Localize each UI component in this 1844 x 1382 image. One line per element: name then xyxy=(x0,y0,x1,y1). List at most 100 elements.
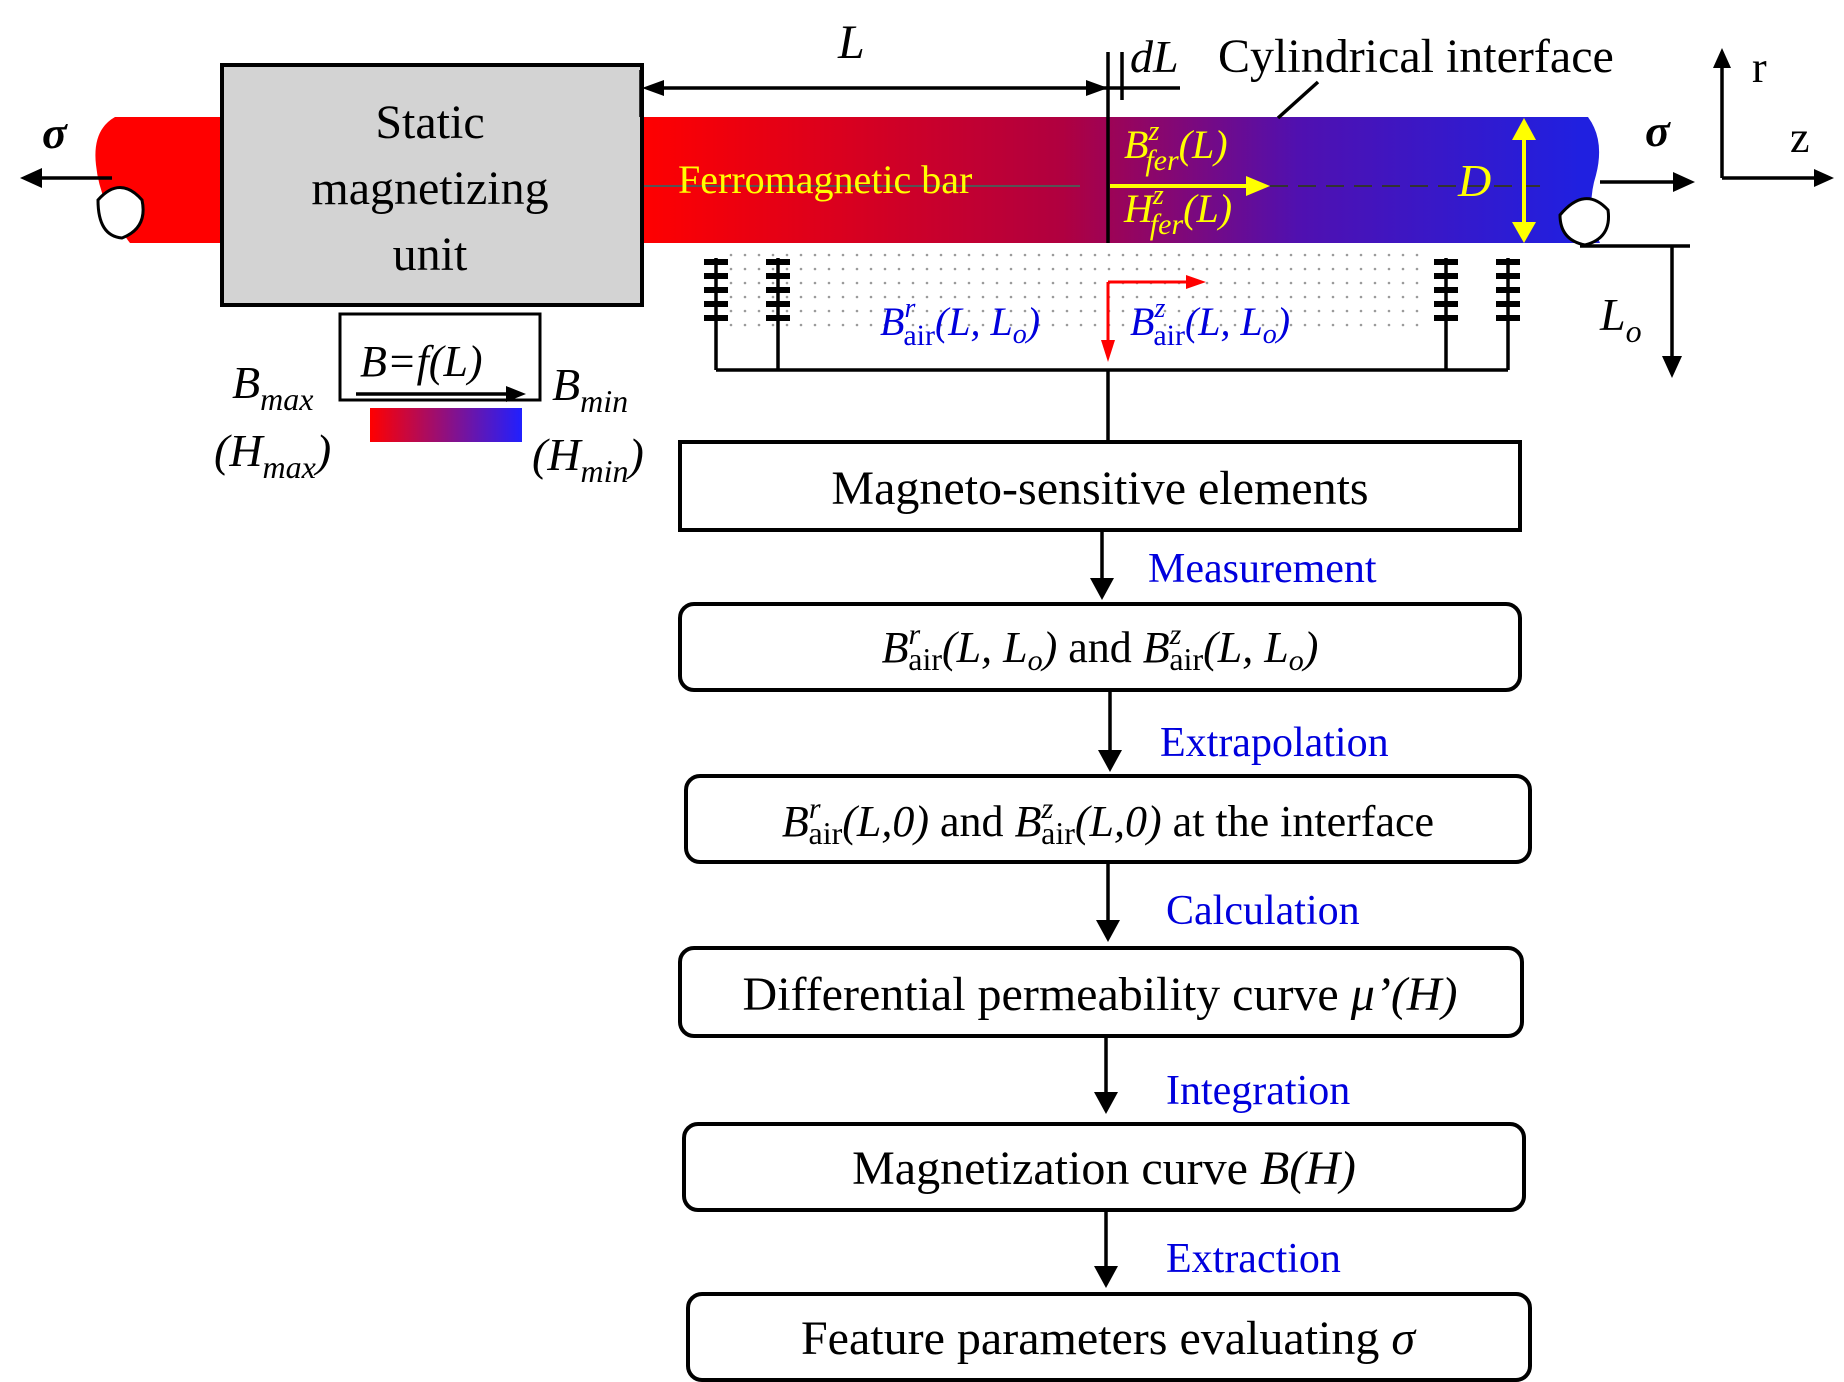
interface-pointer xyxy=(1276,80,1320,120)
stress-label-left: σ xyxy=(42,107,68,158)
bfer-sub: fer xyxy=(1145,144,1179,177)
ferromagnetic-bar xyxy=(640,117,1580,243)
flow-arrow-5-label: Extraction xyxy=(1166,1236,1341,1282)
flow-arrow-4-head xyxy=(1094,1092,1118,1114)
axis-r-label: r xyxy=(1752,43,1767,92)
s2-b2: B xyxy=(1143,623,1170,672)
length-L-label: L xyxy=(837,16,865,69)
axis-z-label: z xyxy=(1790,113,1810,162)
axis-z-head xyxy=(1814,169,1834,187)
dL-label: dL xyxy=(1130,31,1179,82)
ferromagnetic-bar-label: Ferromagnetic bar xyxy=(678,157,972,202)
magnetizing-unit-line3: unit xyxy=(393,228,468,281)
stress-label-right: σ xyxy=(1645,105,1671,156)
s3-b2-arg: (L,0) xyxy=(1075,797,1162,846)
length-L-head-left xyxy=(642,80,664,96)
liftoff-arrow-head xyxy=(1662,356,1682,378)
flow-arrow-4-label: Integration xyxy=(1166,1068,1350,1114)
br-air-sup: r xyxy=(904,293,915,324)
s5-text: Magnetization curve xyxy=(852,1142,1260,1195)
flow-arrow-2-label: Extrapolation xyxy=(1160,720,1389,766)
br-air-o: o xyxy=(1013,319,1027,350)
legend-hmax-close: ) xyxy=(313,425,331,476)
s2-and: and xyxy=(1068,623,1132,672)
legend-bmin: Bmin xyxy=(552,359,628,419)
bz-air-arg: (L, L xyxy=(1185,299,1263,344)
s3-b1-arg: (L,0) xyxy=(842,797,929,846)
flow-step-permeability xyxy=(678,946,1524,1038)
liftoff-o: o xyxy=(1626,313,1642,349)
s6-math: σ xyxy=(1391,1312,1417,1365)
hfer-H: H xyxy=(1123,186,1155,231)
br-air-B: B xyxy=(880,299,904,344)
legend-hmax-sub: max xyxy=(263,449,316,485)
bz-air-B: B xyxy=(1130,299,1154,344)
legend-hmax: (Hmax) xyxy=(214,425,331,485)
flow-arrow-1-label: Measurement xyxy=(1148,546,1377,592)
s4-math: μ’(H) xyxy=(1350,968,1458,1021)
cylindrical-interface-label: Cylindrical interface xyxy=(1218,30,1614,83)
legend-bmax: Bmax xyxy=(232,357,313,417)
flow-arrow-1-head xyxy=(1090,578,1114,600)
legend-hmin-H: (H xyxy=(532,429,583,480)
s3-b1-sup: r xyxy=(809,792,821,825)
hfer-sup: z xyxy=(1152,180,1164,211)
flow-arrow-3-label: Calculation xyxy=(1166,888,1360,934)
bz-air-arrow-head xyxy=(1186,275,1206,289)
bar-right-end xyxy=(1558,117,1611,247)
length-L-head-right xyxy=(1086,80,1108,96)
legend-bmax-sub: max xyxy=(260,381,313,417)
s2-b1-sup: r xyxy=(909,618,921,651)
axis-r-head xyxy=(1713,48,1731,68)
stress-arrow-right-head xyxy=(1673,172,1695,192)
s2-o2: o xyxy=(1289,644,1304,677)
s3-b1: B xyxy=(782,797,809,846)
bfer-arrow-head xyxy=(1246,176,1270,196)
s2-o1: o xyxy=(1028,644,1043,677)
diameter-label: D xyxy=(1457,155,1491,206)
s3-b2-sup: z xyxy=(1040,792,1053,825)
flow-step-interface-fields xyxy=(684,774,1532,864)
magnetizing-unit-line1: Static xyxy=(375,96,484,149)
legend-formula-box xyxy=(338,312,542,402)
s3-b2: B xyxy=(1015,797,1042,846)
legend-hmin: (Hmin) xyxy=(532,429,644,489)
legend-formula: B=f(L) xyxy=(360,337,483,386)
bz-air-o: o xyxy=(1263,319,1277,350)
s2-b1-sub: air xyxy=(908,641,942,677)
flow-step-sensors-label: Magneto-sensitive elements xyxy=(831,462,1368,515)
liftoff-label: Lo xyxy=(1599,289,1642,349)
diameter-head-bottom xyxy=(1512,222,1536,243)
flow-step-measured-fields xyxy=(678,602,1522,692)
flow-step-permeability-label: Differential permeability curve μ’(H) xyxy=(743,968,1458,1021)
legend-hmin-close: ) xyxy=(626,429,644,480)
magnetizing-unit-line2: magnetizing xyxy=(311,162,548,215)
bz-air-sub: air xyxy=(1153,319,1185,352)
legend-gradient-bar xyxy=(370,408,522,442)
s3-and: and xyxy=(940,797,1004,846)
s2-b2-sup: z xyxy=(1169,618,1182,651)
legend-hmax-H: (H xyxy=(214,425,265,476)
flow-arrow-5-head xyxy=(1094,1266,1118,1288)
legend-arrow-head xyxy=(506,386,526,402)
bfer-arg: (L) xyxy=(1179,122,1228,167)
stress-arrow-left-head xyxy=(20,168,42,188)
s2-b1-arg: (L, L xyxy=(942,623,1028,672)
s4-text: Differential permeability curve xyxy=(743,968,1351,1021)
br-air-close: ) xyxy=(1025,299,1040,344)
flow-arrow-2-head xyxy=(1098,750,1122,772)
flow-arrow-3-head xyxy=(1096,920,1120,942)
flow-step-magnetization xyxy=(682,1122,1526,1212)
flow-step-feature-parameters-label: Feature parameters evaluating σ xyxy=(801,1312,1417,1365)
hfer-sub: fer xyxy=(1150,208,1184,241)
s2-b1: B xyxy=(882,623,909,672)
s6-text: Feature parameters evaluating xyxy=(801,1312,1391,1365)
